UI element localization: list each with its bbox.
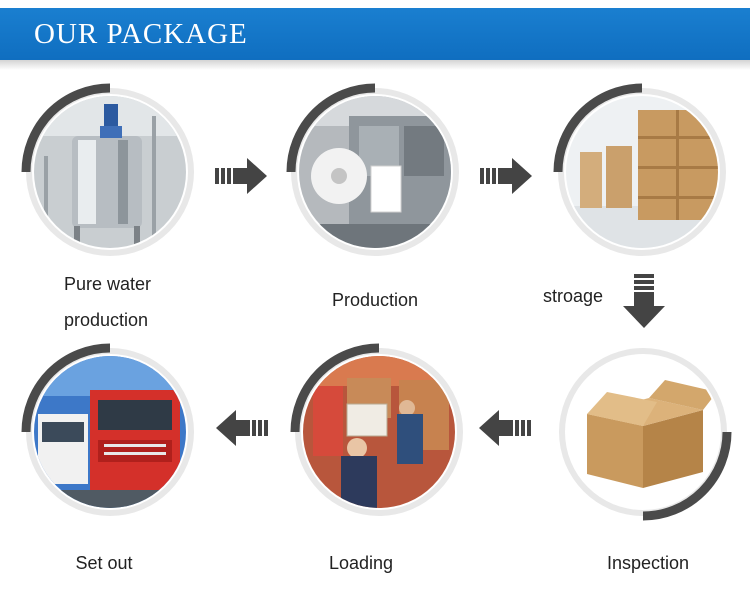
step-loading xyxy=(289,342,469,522)
label-line-1: Pure water xyxy=(64,274,152,294)
step-pure-water xyxy=(20,82,200,262)
header-banner: OUR PACKAGE xyxy=(0,8,750,60)
step-label-set-out: Set out xyxy=(75,553,133,573)
banner-shadow xyxy=(0,60,750,70)
arrow-left-icon xyxy=(216,410,268,446)
step-storage xyxy=(552,82,732,262)
tank-icon xyxy=(34,96,186,248)
step-inspection xyxy=(553,342,733,522)
step-label-pure-water: Pure water production xyxy=(64,266,151,338)
arrow-left-icon xyxy=(479,410,531,446)
arrow-right-icon xyxy=(480,158,532,194)
step-label-inspection: Inspection xyxy=(606,553,690,573)
arrow-down-icon xyxy=(623,274,665,328)
truck-icon xyxy=(34,356,186,508)
step-label-production: Production xyxy=(331,290,419,310)
cardboard-box-icon xyxy=(567,356,719,508)
loading-worker-icon xyxy=(303,356,455,508)
arrow-right-icon xyxy=(215,158,267,194)
step-production xyxy=(285,82,465,262)
label-line-2: production xyxy=(64,310,149,330)
page-title: OUR PACKAGE xyxy=(34,18,248,50)
step-label-loading: Loading xyxy=(328,553,394,573)
machine-icon xyxy=(299,96,451,248)
warehouse-icon xyxy=(566,96,718,248)
step-set-out xyxy=(20,342,200,522)
step-label-storage: stroage xyxy=(543,286,604,306)
